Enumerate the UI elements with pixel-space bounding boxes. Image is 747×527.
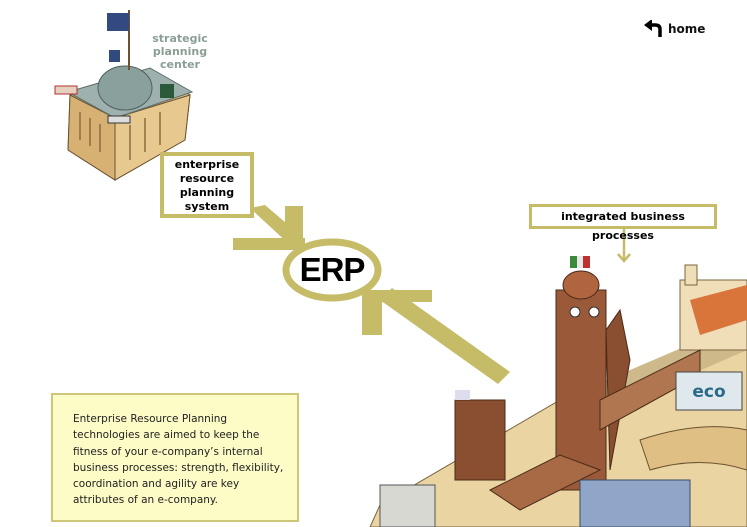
callout-line: enterprise bbox=[174, 158, 240, 171]
home-button[interactable]: home bbox=[644, 20, 705, 38]
arrow-to-erp-upper bbox=[233, 205, 305, 250]
strategic-planning-center-label: strategic planning center bbox=[150, 32, 210, 71]
description-note: Enterprise Resource Planning technologie… bbox=[51, 393, 299, 522]
erp-label: ERP bbox=[299, 251, 366, 288]
arrow-to-erp-lower bbox=[362, 288, 510, 384]
city-illustration[interactable] bbox=[369, 256, 747, 527]
description-line: technologies are aimed to keep the bbox=[73, 429, 260, 442]
description-line: Enterprise Resource Planning bbox=[73, 413, 228, 425]
description-line: business processes: strength, flexibilit… bbox=[73, 461, 284, 474]
back-arrow-icon bbox=[644, 20, 662, 37]
strategic-planning-center-building[interactable] bbox=[54, 10, 194, 181]
callout-line: system bbox=[184, 200, 230, 213]
down-arrow-icon bbox=[617, 229, 631, 263]
label-line: strategic bbox=[152, 32, 208, 45]
eco-billboard: eco bbox=[692, 382, 725, 402]
erp-system-callout: enterprise resource planning system bbox=[160, 152, 254, 218]
home-label: home bbox=[668, 22, 706, 36]
description-line: attributes of an e-company. bbox=[73, 494, 218, 507]
callout-line: resource bbox=[179, 172, 235, 185]
integrated-business-processes-callout: integrated business processes bbox=[529, 204, 717, 242]
label-line: center bbox=[160, 58, 200, 71]
callout-line: planning bbox=[179, 186, 235, 199]
description-line: fitness of your e-company’s internal bbox=[73, 445, 263, 458]
label-line: planning bbox=[152, 45, 208, 58]
erp-ellipse bbox=[282, 238, 382, 302]
description-line: coordination and agility are key bbox=[73, 478, 240, 491]
